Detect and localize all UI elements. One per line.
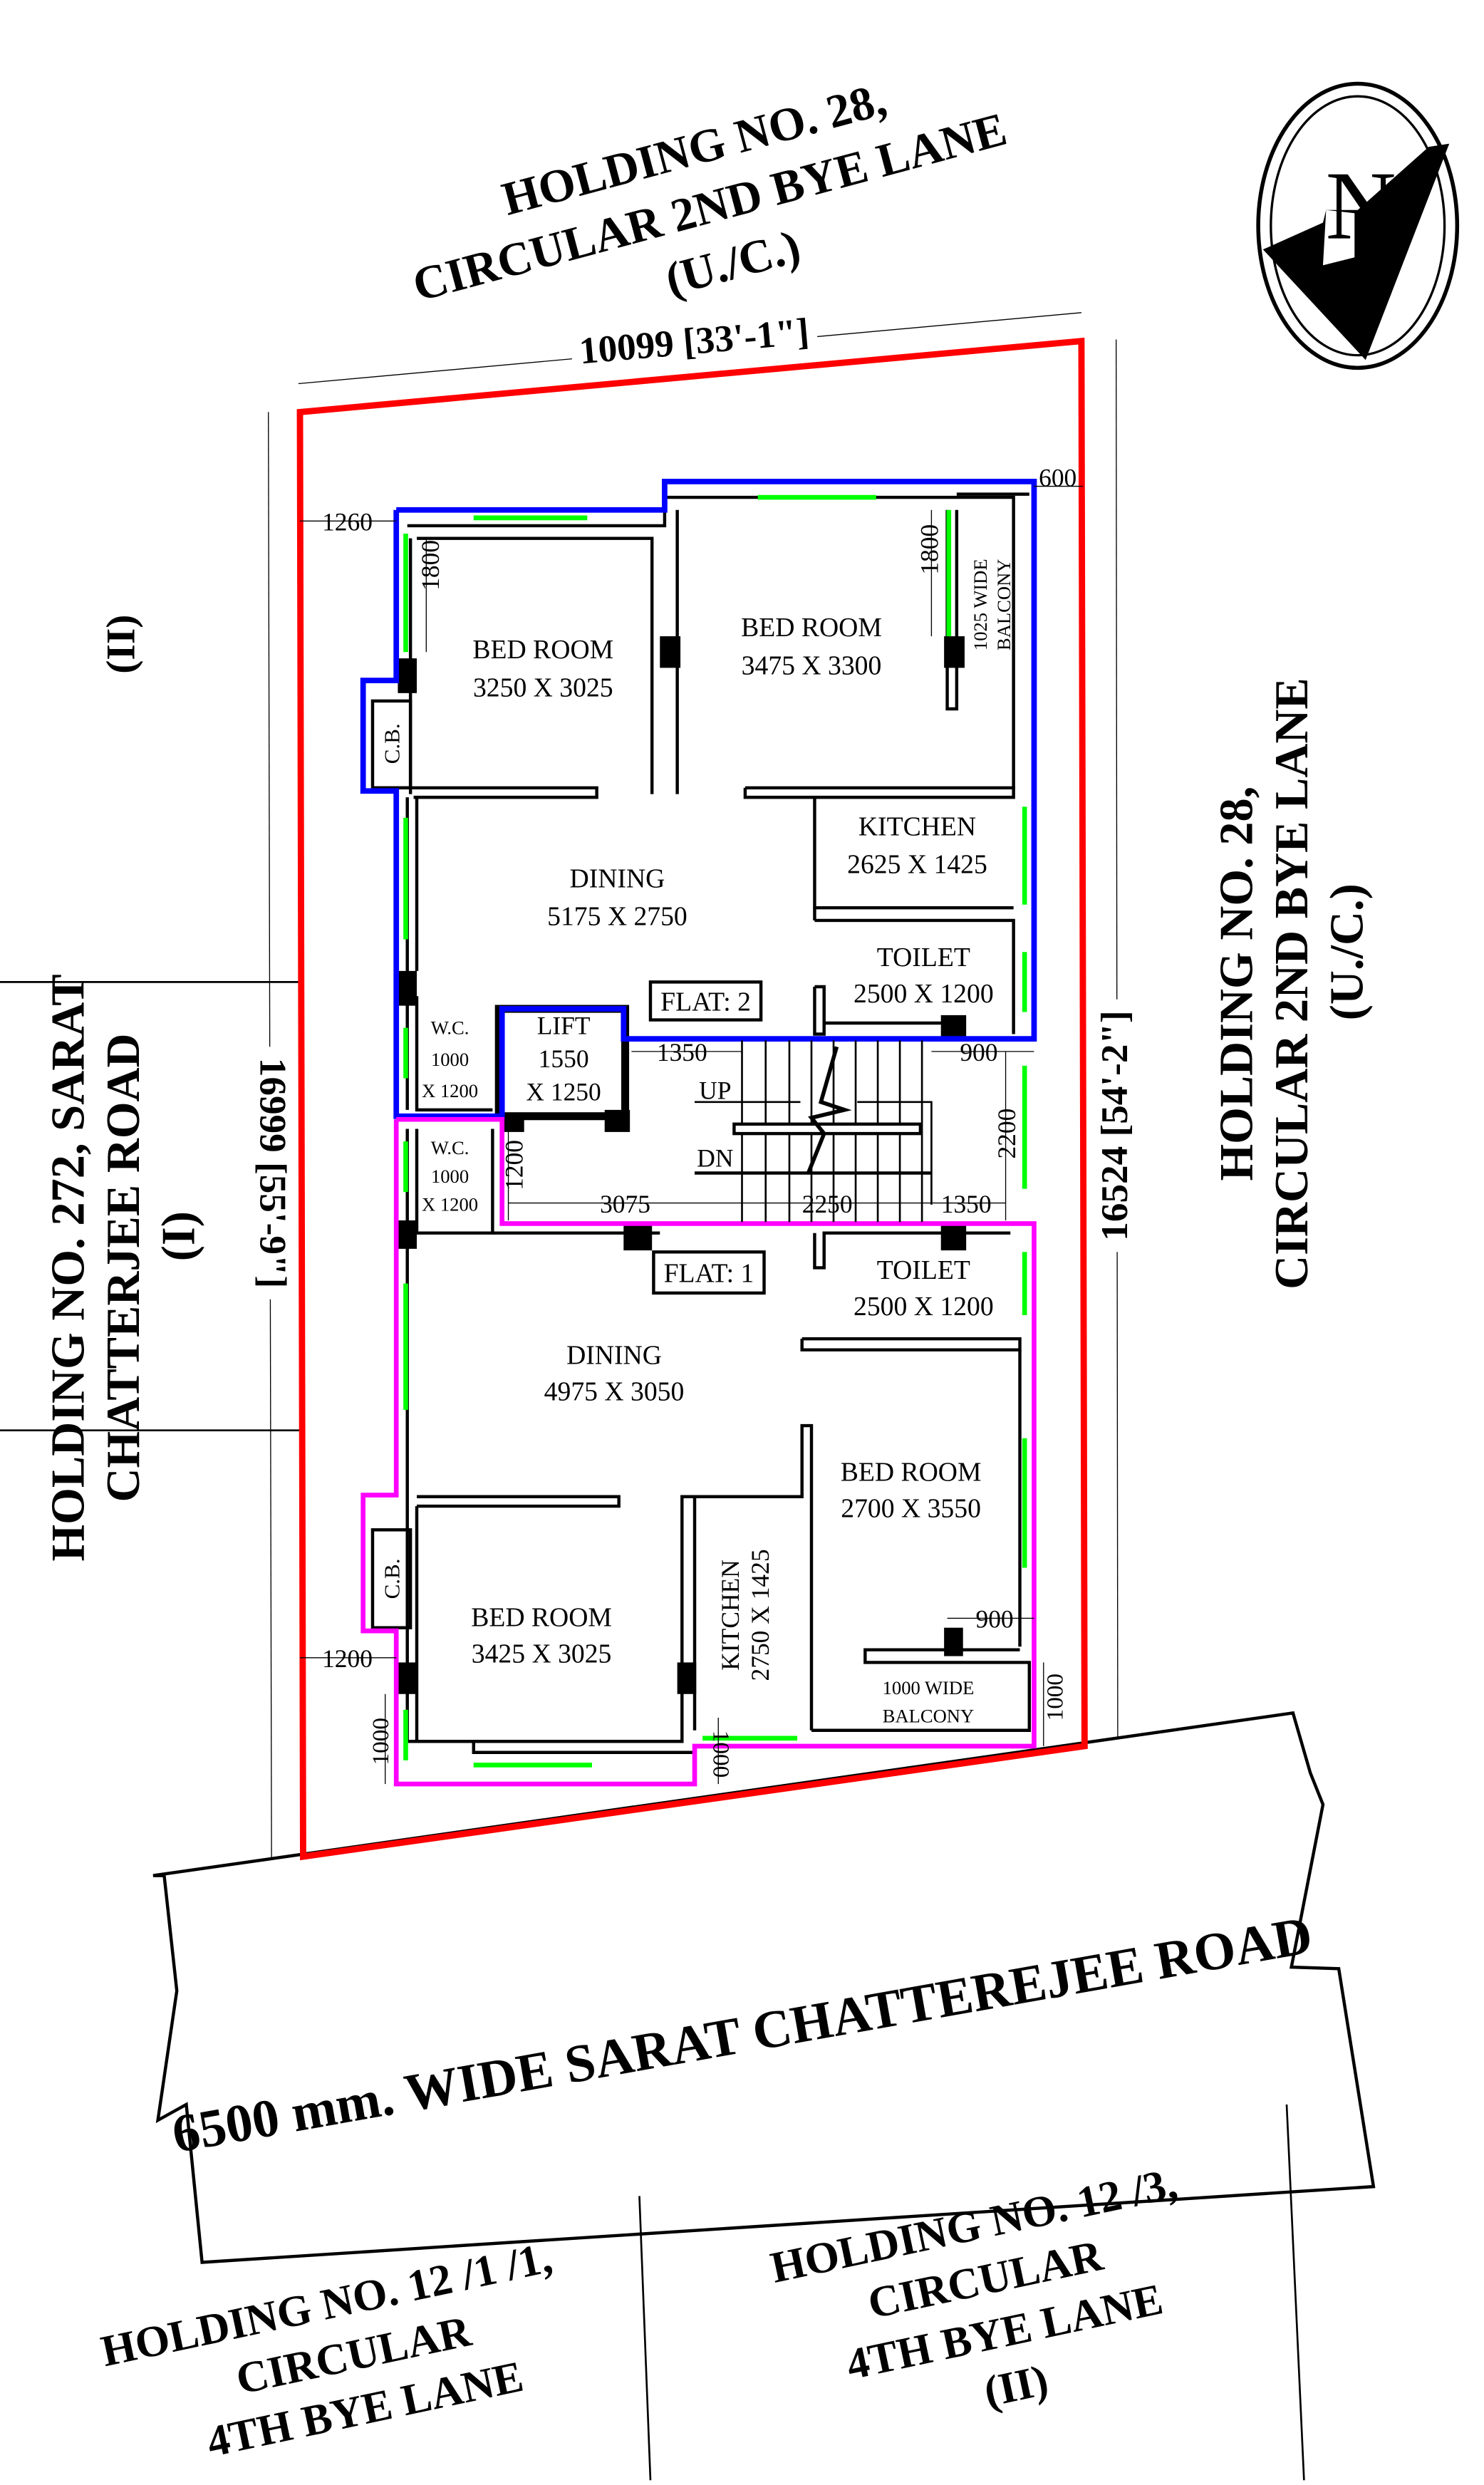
south-boundary-line xyxy=(1285,2104,1305,2481)
room-name: W.C. xyxy=(431,1017,469,1038)
internal-dimension-lines xyxy=(300,485,1084,1785)
room-size: 1000 xyxy=(431,1166,469,1187)
flat1-tag: FLAT: 1 xyxy=(652,1250,766,1295)
stair-down-label: DN xyxy=(697,1144,733,1173)
room-size: 2625 X 1425 xyxy=(847,849,987,879)
dim-bottom-right: 1000 xyxy=(1042,1674,1068,1721)
west-neighbour-label: HOLDING NO. 272, SARAT CHATTERJEE ROAD (… xyxy=(42,974,204,1561)
room-name: DINING xyxy=(570,863,665,893)
south-left-neighbour-label: HOLDING NO. 12 /1 /1, CIRCULAR 4TH BYE L… xyxy=(97,2234,556,2467)
east-neighbour-label: HOLDING NO. 28, CIRCULAR 2ND BYE LANE (U… xyxy=(1210,678,1373,1290)
flat2-balcony: 1025 WIDE BALCONY xyxy=(970,559,1015,650)
lift-name: LIFT xyxy=(537,1011,591,1039)
flat2-room-dining: DINING 5175 X 2750 xyxy=(547,863,687,931)
room-name: TOILET xyxy=(877,943,970,972)
balcony-label-1: 1025 WIDE xyxy=(970,559,991,650)
flat2-room-kitchen: KITCHEN 2625 X 1425 xyxy=(847,811,987,879)
balcony-label-1: 1000 WIDE xyxy=(883,1677,975,1698)
dim-core-b: 2250 xyxy=(802,1190,853,1218)
balcony-label-2: BALCONY xyxy=(993,559,1015,650)
west-marker-lower: (I) xyxy=(153,1211,205,1261)
dim-bottom-mid: 1000 xyxy=(708,1731,735,1778)
flat1-room-bedroom-1: BED ROOM 2700 X 3550 xyxy=(841,1458,982,1524)
columns xyxy=(398,636,967,1694)
room-name: BED ROOM xyxy=(471,1602,612,1632)
south-boundary-line xyxy=(638,2196,652,2481)
room-size: 2500 X 1200 xyxy=(853,1292,994,1322)
room-name: BED ROOM xyxy=(472,635,613,665)
flat1-room-toilet: TOILET 2500 X 1200 xyxy=(853,1255,994,1322)
cb-label: C.B. xyxy=(380,723,405,764)
west-neighbour-line-1: HOLDING NO. 272, SARAT xyxy=(42,974,94,1561)
room-size: 5175 X 2750 xyxy=(547,902,687,932)
east-neighbour-line-1: HOLDING NO. 28, xyxy=(1210,787,1262,1181)
flat1-outline xyxy=(360,1116,1037,1787)
flat1-balcony: 1000 WIDE BALCONY xyxy=(883,1677,975,1727)
dim-window-left: 1800 xyxy=(416,540,445,591)
flat2-tag-text: FLAT: 2 xyxy=(660,987,751,1017)
road-outline xyxy=(152,1711,1376,2264)
south-right-line-4: (II) xyxy=(980,2356,1052,2417)
room-size: 2750 X 1425 xyxy=(746,1549,774,1681)
flat1-room-bedroom-2: BED ROOM 3425 X 3025 xyxy=(471,1602,612,1669)
dim-top-left: 1260 xyxy=(322,508,373,536)
dim-stair-left: 1350 xyxy=(657,1038,707,1067)
staircase xyxy=(695,1040,933,1223)
room-name: KITCHEN xyxy=(858,811,976,841)
stair-up-label: UP xyxy=(699,1076,731,1104)
flat2-room-bedroom-1: BED ROOM 3250 X 3025 xyxy=(472,635,613,702)
room-size: 2500 X 1200 xyxy=(853,979,994,1009)
east-neighbour-line-2: CIRCULAR 2ND BYE LANE xyxy=(1266,678,1318,1290)
north-label: N xyxy=(1326,152,1396,260)
west-marker-upper: (II) xyxy=(98,615,143,674)
dim-window-right: 1800 xyxy=(915,524,943,575)
room-name: BED ROOM xyxy=(741,613,882,643)
room-name: TOILET xyxy=(877,1255,970,1285)
dim-bottom-right-900: 900 xyxy=(975,1605,1013,1634)
room-size: 3425 X 3025 xyxy=(472,1639,612,1669)
room-name: BED ROOM xyxy=(841,1458,982,1488)
dim-lift-bottom: 1200 xyxy=(499,1140,528,1190)
flat2-room-bedroom-2: BED ROOM 3475 X 3300 xyxy=(741,613,882,680)
lift: LIFT 1550 X 1250 xyxy=(526,1011,601,1106)
room-name: W.C. xyxy=(431,1137,469,1158)
room-size-2: X 1200 xyxy=(422,1194,478,1215)
dim-stair-right: 900 xyxy=(960,1038,997,1067)
room-size: 3250 X 3025 xyxy=(473,673,613,702)
room-size: 4975 X 3050 xyxy=(544,1377,685,1407)
room-size: 1000 xyxy=(431,1049,469,1070)
flat2-room-wc: W.C. 1000 X 1200 xyxy=(422,1017,478,1101)
flat2-cb: C.B. xyxy=(380,723,405,764)
west-neighbour-line-2: CHATTERJEE ROAD xyxy=(98,1033,150,1502)
dim-left-1200: 1200 xyxy=(322,1644,373,1673)
dim-core-c: 1350 xyxy=(941,1190,992,1218)
flat1-room-dining: DINING 4975 X 3050 xyxy=(544,1341,685,1407)
plot-east-dimension: 16524 [54'-2"] xyxy=(1094,1010,1136,1240)
north-arrow-icon: N xyxy=(1256,81,1460,370)
plot-west-dimension: 16999 [55'-9"] xyxy=(252,1058,294,1288)
room-name: KITCHEN xyxy=(716,1560,744,1671)
cb-label: C.B. xyxy=(380,1559,405,1599)
lift-size-2: X 1250 xyxy=(526,1078,601,1106)
lift-size: 1550 xyxy=(539,1044,589,1073)
dim-top-right: 600 xyxy=(1039,464,1076,492)
dim-stair-side: 2200 xyxy=(992,1109,1021,1159)
dim-core-a: 3075 xyxy=(600,1190,650,1218)
room-size: 2700 X 3550 xyxy=(841,1494,981,1524)
room-size-2: X 1200 xyxy=(422,1080,478,1101)
flat2-outline xyxy=(360,479,1037,1119)
flat1-room-wc: W.C. 1000 X 1200 xyxy=(422,1137,478,1215)
flat2-tag: FLAT: 2 xyxy=(648,980,763,1022)
plot-boundary xyxy=(296,337,1088,1861)
dim-bottom-left: 1000 xyxy=(368,1718,394,1765)
room-size: 3475 X 3300 xyxy=(742,650,882,680)
east-neighbour-line-3: (U./C.) xyxy=(1321,883,1373,1020)
flat1-room-kitchen: KITCHEN 2750 X 1425 xyxy=(716,1549,774,1681)
flat1-cb: C.B. xyxy=(380,1559,405,1599)
flat1-tag-text: FLAT: 1 xyxy=(664,1258,754,1288)
balcony-label-2: BALCONY xyxy=(883,1706,974,1727)
plot-north-dimension: 10099 [33'-1"] xyxy=(578,310,811,372)
flat2-room-toilet: TOILET 2500 X 1200 xyxy=(853,943,994,1009)
room-name: DINING xyxy=(566,1341,662,1371)
